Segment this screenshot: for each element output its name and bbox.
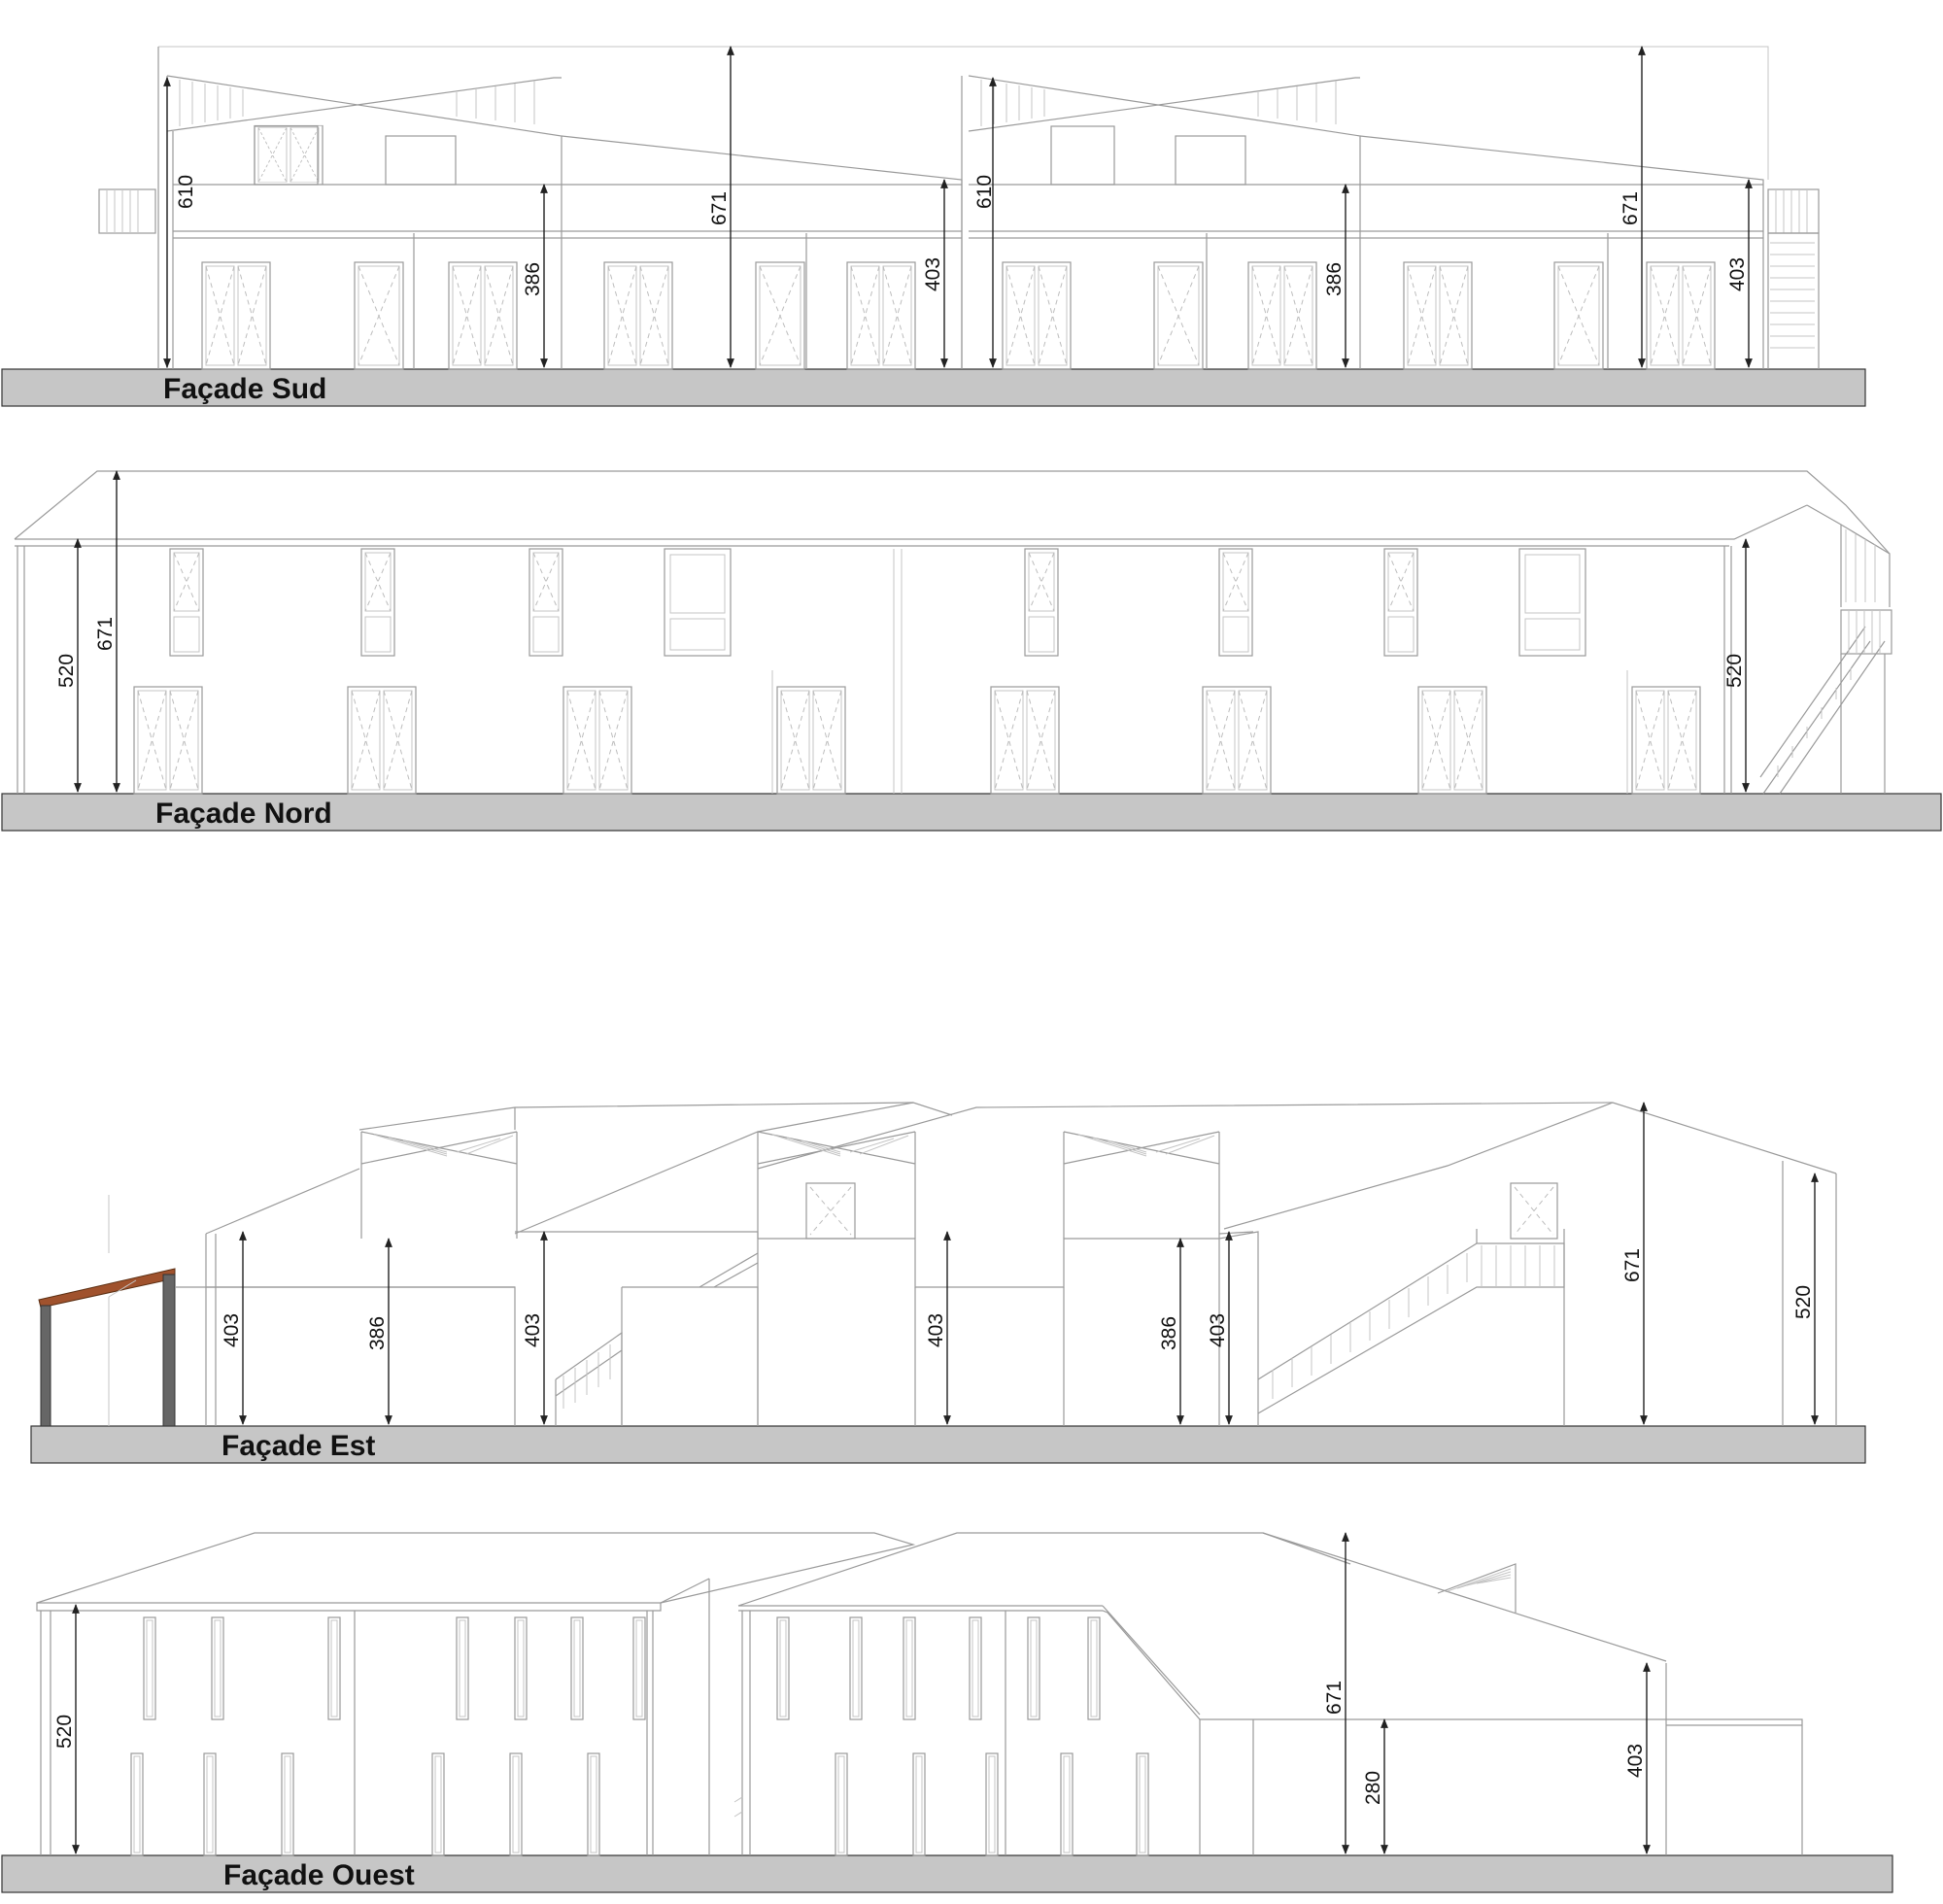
ground-line [1, 793, 1942, 832]
facade-title: Façade Sud [163, 373, 326, 405]
dim-label: 403 [925, 1313, 947, 1347]
dim-label: 671 [1323, 1681, 1346, 1715]
dim-label: 403 [221, 1313, 243, 1347]
facade-sud: 610 386 671 403 610 386 671 403 Façade S… [1, 46, 1866, 407]
facade-title: Façade Nord [155, 798, 332, 830]
facade-nord: 520 671 520 Façade Nord [1, 470, 1942, 832]
dim-label: 671 [1621, 1248, 1644, 1282]
ground-line [1, 368, 1866, 407]
dim-label: 403 [522, 1313, 544, 1347]
dim-label: 610 [175, 175, 197, 209]
dim-label: 386 [1323, 262, 1346, 296]
dim-label: 403 [1726, 257, 1749, 291]
ground-line [1, 1854, 1893, 1893]
dim-label: 280 [1362, 1771, 1384, 1805]
dim-label: 671 [1619, 191, 1642, 225]
facade-title: Façade Est [222, 1430, 375, 1462]
facade-ouest: 520 671 280 403 Façade Ouest [1, 1532, 1893, 1893]
dim-label: 386 [1158, 1316, 1180, 1350]
dim-label: 520 [1792, 1285, 1815, 1319]
dim-label: 671 [94, 617, 117, 651]
dim-label: 520 [55, 654, 78, 688]
dim-label: 403 [1207, 1313, 1229, 1347]
dim-label: 520 [1723, 654, 1746, 688]
dim-label: 403 [922, 257, 944, 291]
dim-label: 610 [973, 175, 996, 209]
dim-label: 671 [708, 191, 731, 225]
dim-label: 403 [1624, 1744, 1647, 1778]
dim-label: 520 [53, 1715, 76, 1749]
dim-label: 386 [522, 262, 544, 296]
facade-title: Façade Ouest [223, 1859, 415, 1891]
ground-line [30, 1425, 1866, 1464]
facade-est: 403 386 403 403 386 403 671 520 Façade E… [30, 1102, 1866, 1464]
dim-label: 386 [366, 1316, 389, 1350]
